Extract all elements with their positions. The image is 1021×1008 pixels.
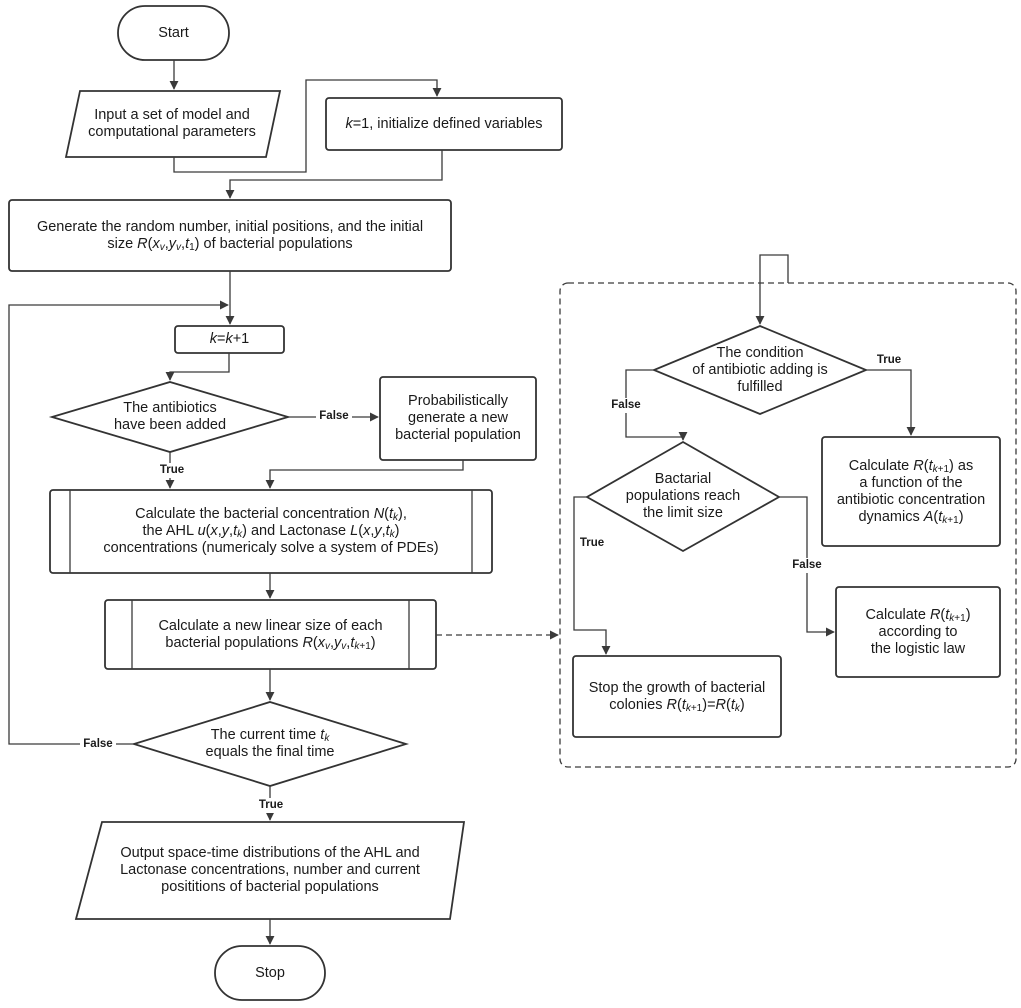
concentration-subprocess-box — [49, 489, 493, 574]
stop-growth-label: Stop the growth of bacterial colonies R(… — [588, 679, 766, 714]
edge-label-false-time: False — [80, 737, 116, 752]
generate-label: Generate the random number, initial posi… — [36, 218, 424, 253]
init-process-box — [325, 97, 563, 151]
edge-label-false-antibiotics: False — [316, 409, 352, 424]
edge-label-false-limit: False — [789, 558, 825, 573]
edge-label-true-limit: True — [576, 536, 608, 551]
antibiotic-calc-label: Calculate R(tk+1) as a function of the a… — [836, 457, 986, 526]
size-label: Calculate a new linear size of each bact… — [158, 617, 383, 652]
edge-label-true-antibiotics: True — [156, 463, 188, 478]
init-k-var: k — [345, 115, 353, 132]
antibiotic-calc-box — [821, 436, 1001, 547]
edge-label-false-condition: False — [608, 398, 644, 413]
edge-init-generate — [225, 150, 443, 199]
init-label: k=1, initialize defined variables — [345, 115, 543, 132]
logistic-calc-label: Calculate R(tk+1) according to the logis… — [865, 606, 971, 657]
edge-time-loop-false — [8, 300, 229, 745]
edge-probabilistic-concentration — [265, 460, 464, 489]
stop-growth-box — [572, 655, 782, 738]
increment-label: k=k+1 — [209, 331, 250, 347]
concentration-label: Calculate the bacterial concentration N(… — [103, 506, 439, 556]
probabilistic-process-box — [379, 376, 537, 461]
edge-condition-true — [866, 369, 916, 436]
input-parallelogram — [64, 90, 282, 158]
output-label: Output space-time distributions of the A… — [120, 845, 420, 895]
edge-subprocess-entry — [755, 254, 789, 325]
output-parallelogram — [74, 821, 466, 920]
limit-decision-diamond — [585, 440, 781, 553]
edge-condition-false — [625, 369, 688, 441]
stop-terminal — [214, 945, 326, 1001]
edge-limit-true — [573, 496, 611, 655]
edge-label-true-condition: True — [873, 353, 905, 368]
condition-decision-diamond — [651, 325, 869, 415]
stop-label: Stop — [255, 964, 285, 981]
logistic-calc-box — [835, 586, 1001, 678]
edge-label-true-time: True — [255, 798, 287, 813]
time-decision-label: The current time tk equals the final tim… — [205, 727, 335, 760]
edge-increment-antibiotics — [165, 353, 230, 381]
start-label: Start — [158, 24, 189, 41]
edge-input-init — [173, 79, 442, 173]
